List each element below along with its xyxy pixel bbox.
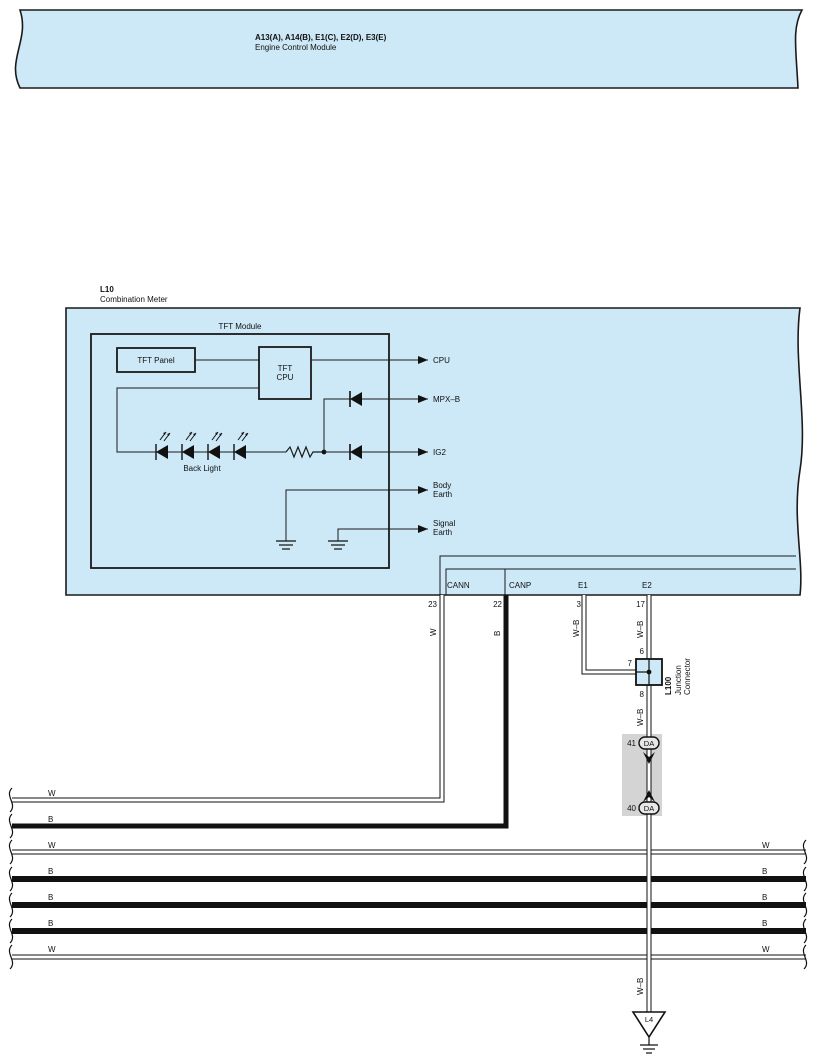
tft-cpu-box [258, 346, 312, 400]
pin-jc-7: 7 [628, 659, 633, 668]
bus-label-b3-right: B [762, 893, 767, 902]
ground-icon [328, 540, 348, 550]
wire-label-e2: W–B [636, 621, 645, 638]
bus-label-b4-left: B [48, 919, 53, 928]
junction-line2: Connector [683, 658, 692, 695]
tft-module-title: TFT Module [219, 322, 263, 331]
chevron-down-icon [643, 752, 655, 764]
wire-label-cann: W [429, 628, 438, 636]
tft-cpu-line2: CPU [277, 373, 294, 382]
wire-label-jc-out: W–B [636, 709, 645, 726]
bus-label-b4-right: B [762, 919, 767, 928]
pin-cann: 23 [428, 600, 437, 609]
resistor-icon [285, 445, 324, 459]
ground-point-label: L4 [645, 1015, 653, 1024]
bus-label-b2-left: B [48, 867, 53, 876]
bus-label-w2-left: W [48, 841, 56, 850]
pin-e2: 17 [636, 600, 645, 609]
mpxb-branch-line [323, 398, 350, 452]
wire-label-canp: B [493, 631, 502, 636]
diode-icon [349, 444, 362, 460]
output-signal-line1: Signal [433, 519, 455, 528]
wire-label-ground: W–B [636, 978, 645, 995]
bus-label-w1-left: W [48, 789, 56, 798]
bus-label-w3-right: W [762, 945, 770, 954]
pin-e1: 3 [577, 600, 582, 609]
junction-code: L100 [664, 676, 673, 695]
ground-icon [276, 540, 296, 550]
meter-box [65, 307, 804, 596]
tft-cpu-line1: TFT [278, 364, 293, 373]
ground-icon [640, 1044, 658, 1054]
break-marks-right [802, 839, 808, 970]
tft-module-box [90, 333, 390, 569]
da-label-bottom: DA [644, 804, 654, 813]
pin-jc-8: 8 [640, 690, 645, 699]
ecm-box [14, 9, 804, 89]
terminal-cann: CANN [447, 581, 470, 590]
ground-triangle [631, 1011, 667, 1039]
terminal-e1: E1 [578, 581, 588, 590]
meter-block: L10 Combination Meter CANN CANP E1 E2 [65, 285, 804, 596]
terminal-canp: CANP [509, 581, 531, 590]
wire-label-e1: W–B [572, 620, 581, 637]
wire-canp [12, 595, 509, 829]
da-connector-top [638, 736, 660, 750]
body-earth-line [285, 486, 428, 541]
meter-code: L10 [100, 285, 114, 294]
bus-label-b3-left: B [48, 893, 53, 902]
ecm-block: A13(A), A14(B), E1(C), E2(D), E3(E) Engi… [14, 9, 804, 89]
output-mpxb: MPX–B [433, 395, 460, 404]
output-body-line1: Body [433, 481, 451, 490]
tft-panel-label: TFT Panel [137, 356, 174, 365]
diode-icon [349, 391, 362, 407]
wire-e1 [581, 595, 644, 675]
led-icon [155, 431, 171, 460]
back-light-label: Back Light [183, 464, 221, 473]
meter-name: Combination Meter [100, 295, 168, 304]
ecm-name: Engine Control Module [255, 43, 337, 52]
led-icon [233, 431, 249, 460]
backlight-leds [148, 431, 286, 460]
pin-jc-6: 6 [640, 647, 645, 656]
bus-label-b2-right: B [762, 867, 767, 876]
junction-connector-l100 [635, 658, 663, 686]
output-ig2: IG2 [433, 448, 446, 457]
bus-label-w2-right: W [762, 841, 770, 850]
da-connector-bottom [638, 801, 660, 815]
pin-da-bottom: 40 [627, 804, 636, 813]
output-signal-line2: Earth [433, 528, 452, 537]
break-marks-left [8, 787, 14, 970]
terminal-e2: E2 [642, 581, 652, 590]
output-cpu: CPU [433, 356, 450, 365]
bus-label-w3-left: W [48, 945, 56, 954]
junction-line1: Junction [674, 665, 683, 695]
led-icon [181, 431, 197, 460]
ecm-code: A13(A), A14(B), E1(C), E2(D), E3(E) [255, 33, 387, 42]
pin-da-top: 41 [627, 739, 636, 748]
backlight-return-line [116, 387, 259, 453]
led-icon [207, 431, 223, 460]
output-body-line2: Earth [433, 490, 452, 499]
da-joint: DA DA [622, 734, 662, 816]
wire-cann [12, 595, 445, 803]
terminal-frame-outer [439, 555, 796, 595]
tft-module: TFT Module TFT Panel TFT CPU CPU [90, 322, 460, 569]
terminal-frame-inner [445, 568, 796, 595]
da-label-top: DA [644, 739, 654, 748]
chevron-up-icon [643, 790, 655, 802]
ground-point-l4: L4 [631, 1011, 667, 1054]
bus-label-b1-left: B [48, 815, 53, 824]
pin-canp: 22 [493, 600, 502, 609]
signal-earth-line [337, 525, 428, 541]
